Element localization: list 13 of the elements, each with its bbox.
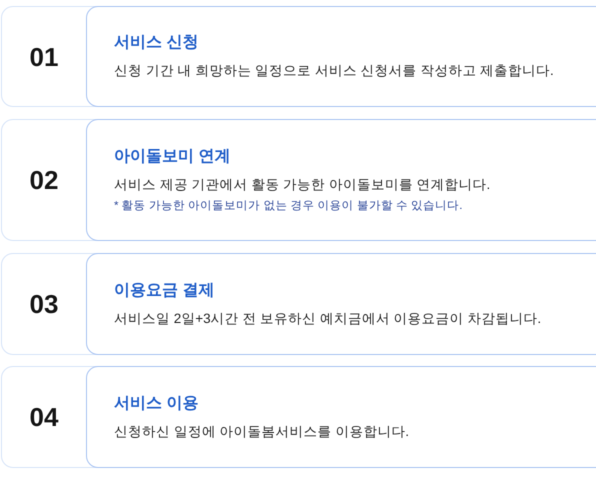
step-description: 서비스 제공 기관에서 활동 가능한 아이돌보미를 연계합니다.	[114, 176, 490, 194]
step-description: 서비스일 2일+3시간 전 보유하신 예치금에서 이용요금이 차감됩니다.	[114, 310, 542, 328]
step-number: 03	[28, 289, 60, 319]
step-note: * 활동 가능한 아이돌보미가 없는 경우 이용이 불가할 수 있습니다.	[114, 199, 462, 214]
step-number: 04	[28, 402, 60, 432]
step-title: 아이돌보미 연계	[114, 147, 230, 167]
step-title: 서비스 신청	[114, 33, 198, 53]
step-number: 01	[28, 42, 60, 72]
step-title: 이용요금 결제	[114, 280, 214, 300]
step-number: 02	[28, 165, 60, 195]
step-description: 신청하신 일정에 아이돌봄서비스를 이용합니다.	[114, 422, 410, 440]
step-title: 서비스 이용	[114, 394, 198, 414]
step-description: 신청 기간 내 희망하는 일정으로 서비스 신청서를 작성하고 제출합니다.	[114, 62, 554, 80]
